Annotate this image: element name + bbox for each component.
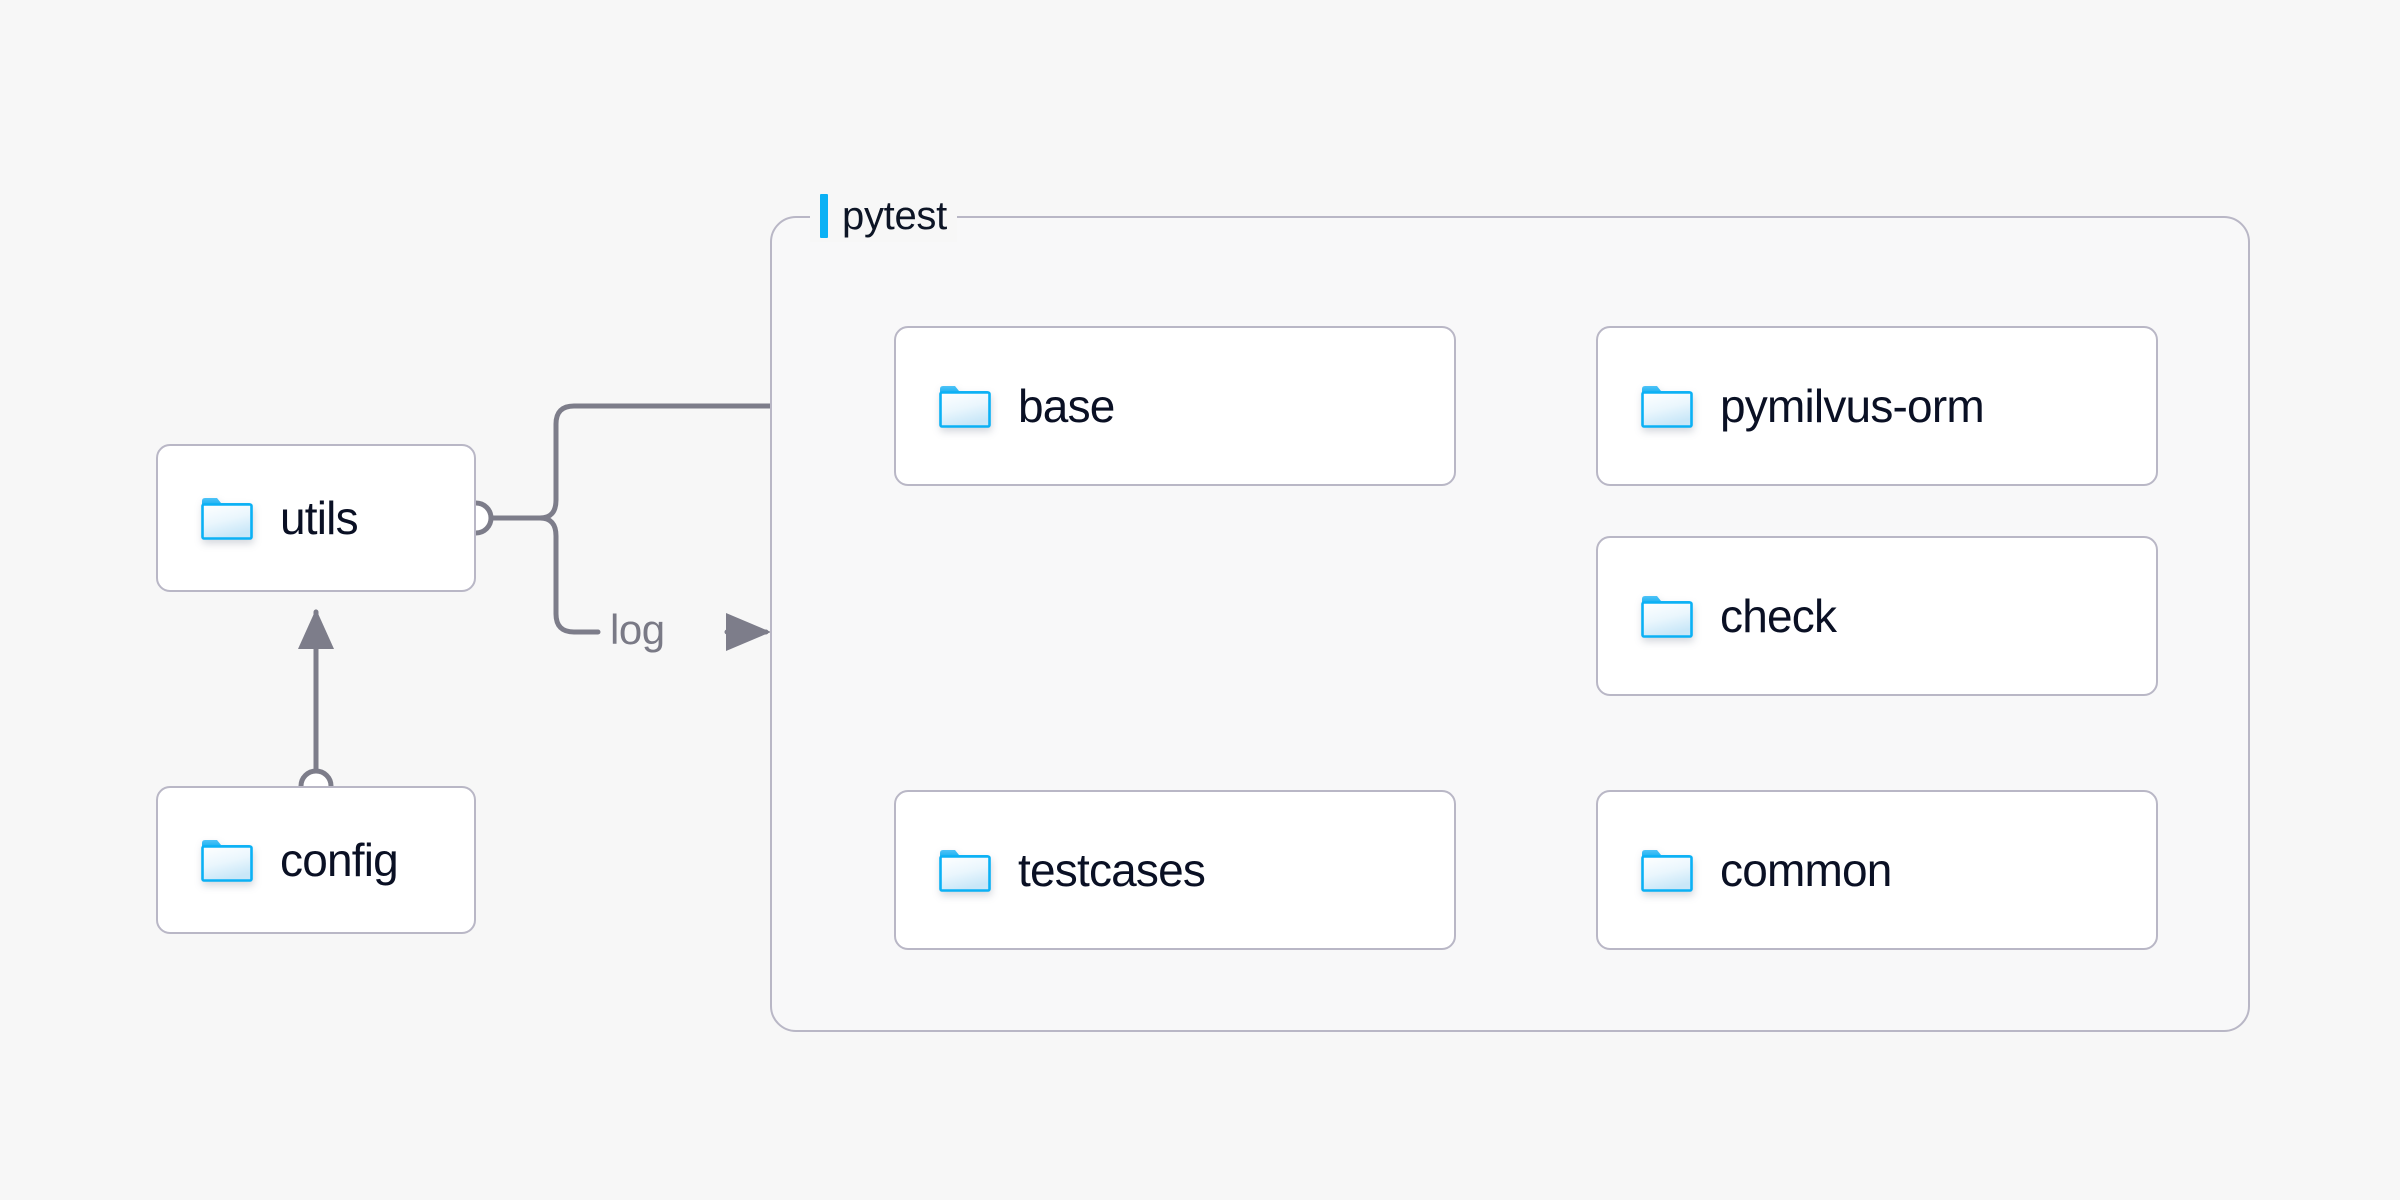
folder-icon <box>938 847 992 893</box>
node-label: utils <box>280 492 359 544</box>
folder-icon <box>1640 593 1694 639</box>
folder-icon <box>200 495 254 541</box>
node-config[interactable]: config <box>156 786 476 934</box>
group-title: pytest <box>842 193 947 238</box>
folder-icon <box>200 837 254 883</box>
node-common[interactable]: common <box>1596 790 2158 950</box>
node-pymilvus-orm[interactable]: pymilvus-orm <box>1596 326 2158 486</box>
edge-label-log: log <box>604 606 671 654</box>
folder-icon <box>938 383 992 429</box>
folder-icon <box>1640 847 1694 893</box>
node-label: pymilvus-orm <box>1720 380 1985 432</box>
node-utils[interactable]: utils <box>156 444 476 592</box>
node-label: check <box>1720 590 1837 642</box>
node-label: testcases <box>1018 844 1206 896</box>
node-base[interactable]: base <box>894 326 1456 486</box>
folder-icon <box>1640 383 1694 429</box>
node-label: base <box>1018 380 1115 432</box>
node-label: config <box>280 834 399 886</box>
group-accent-bar <box>820 194 828 238</box>
group-pytest-label: pytest <box>810 190 957 242</box>
node-check[interactable]: check <box>1596 536 2158 696</box>
node-testcases[interactable]: testcases <box>894 790 1456 950</box>
node-label: common <box>1720 844 1892 896</box>
